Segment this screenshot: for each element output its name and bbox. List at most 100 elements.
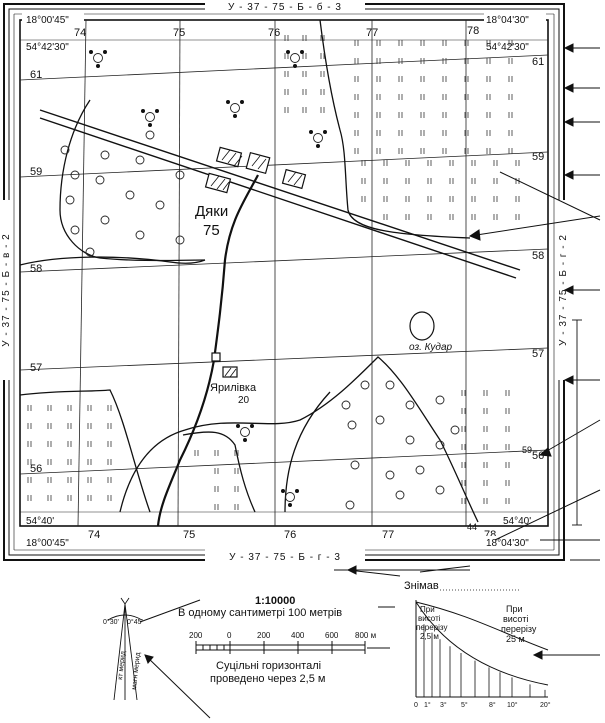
- grid-right-61: 61: [532, 56, 544, 68]
- orchard-tree-icon: [385, 470, 395, 480]
- meadow-mark: [284, 71, 289, 77]
- meadow-mark: [47, 459, 52, 465]
- meadow-mark: [508, 58, 513, 64]
- orchard-tree-icon: [450, 425, 460, 435]
- orchard-tree-icon: [385, 380, 395, 390]
- meadow-mark: [505, 408, 510, 414]
- meadow-mark: [214, 486, 219, 492]
- meadow-mark: [383, 214, 388, 220]
- meadow-mark: [420, 130, 425, 136]
- orchard-tree-icon: [100, 150, 110, 160]
- meadow-mark: [302, 71, 307, 77]
- meadow-mark: [508, 76, 513, 82]
- meadow-mark: [405, 160, 410, 166]
- grid-left-61: 61: [30, 69, 42, 81]
- grid-right-56: 56: [532, 450, 544, 462]
- sheet-east-label: У - 37 - 75 - Б - г - 2: [558, 234, 569, 346]
- slope-right-2: висоті: [503, 614, 528, 624]
- scale-bar: [195, 641, 366, 654]
- meadow-mark: [320, 89, 325, 95]
- orchard-tree-icon: [125, 190, 135, 200]
- scale-tick-0: 0: [227, 631, 232, 640]
- grid-top-76: 76: [268, 27, 280, 39]
- orchard-tree-icon: [155, 200, 165, 210]
- orchard-tree-icon: [100, 215, 110, 225]
- declination-label-magnetic: магн мерид: [131, 652, 142, 690]
- slope-left-4: 2,5 м: [420, 632, 439, 641]
- orchard-tree-icon: [175, 235, 185, 245]
- meadow-mark: [27, 495, 32, 501]
- meadow-mark: [505, 444, 510, 450]
- meadow-mark: [27, 441, 32, 447]
- meadow-mark: [471, 160, 476, 166]
- orchard-tree-icon: [350, 460, 360, 470]
- meadow-mark: [376, 148, 381, 154]
- grid-top-75: 75: [173, 27, 185, 39]
- meadow-symbols: [27, 35, 520, 510]
- corner-top-left-lon: 18°00'45": [26, 15, 69, 26]
- grid-prefix-x: 44: [467, 522, 477, 532]
- meadow-mark: [461, 426, 466, 432]
- meadow-mark: [67, 477, 72, 483]
- forest-group-icon: [89, 50, 107, 68]
- meadow-mark: [194, 450, 199, 456]
- meadow-mark: [486, 58, 491, 64]
- village-dyaky-height: 75: [203, 222, 220, 239]
- corner-coordinates: 18°00'45" 18°04'30" 54°42'30" 54°42'30" …: [22, 13, 546, 549]
- corner-bottom-right-lat: 54°40': [503, 516, 531, 527]
- forest-group-icon: [236, 424, 254, 442]
- meadow-mark: [464, 94, 469, 100]
- meadow-mark: [515, 214, 520, 220]
- orchard-tree-icon: [145, 130, 155, 140]
- meadow-mark: [302, 89, 307, 95]
- meadow-mark: [398, 94, 403, 100]
- orchard-tree-icon: [341, 400, 351, 410]
- meadow-mark: [420, 112, 425, 118]
- meadow-mark: [420, 58, 425, 64]
- meadow-mark: [461, 390, 466, 396]
- meadow-mark: [471, 178, 476, 184]
- meadow-mark: [376, 40, 381, 46]
- meadow-mark: [508, 40, 513, 46]
- corner-top-left-lat: 54°42'30": [26, 42, 69, 53]
- forest-group-icon: [141, 109, 159, 127]
- corner-top-right-lon: 18°04'30": [486, 15, 529, 26]
- orchard-tree-icon: [405, 400, 415, 410]
- meadow-mark: [302, 53, 307, 59]
- meadow-mark: [483, 498, 488, 504]
- meadow-mark: [420, 94, 425, 100]
- orchard-tree-icon: [95, 175, 105, 185]
- grid-right-58: 58: [532, 250, 544, 262]
- meadow-mark: [47, 441, 52, 447]
- slope-right-3: перерізу: [501, 624, 537, 634]
- slope-right-1: При: [506, 604, 523, 614]
- meadow-mark: [449, 178, 454, 184]
- meadow-mark: [354, 130, 359, 136]
- orchard-tree-icon: [395, 490, 405, 500]
- meadow-mark: [449, 196, 454, 202]
- scale-tick-200a: 200: [189, 631, 203, 640]
- meadow-mark: [214, 450, 219, 456]
- meadow-mark: [376, 130, 381, 136]
- meadow-mark: [376, 94, 381, 100]
- meadow-mark: [442, 148, 447, 154]
- grid-bottom-75: 75: [183, 529, 195, 541]
- frame-hatching: [13, 13, 555, 551]
- terrain-lines: [19, 19, 479, 523]
- meadow-mark: [27, 477, 32, 483]
- slope-axis-10: 10°: [507, 701, 518, 709]
- orchard-tree-icon: [347, 420, 357, 430]
- meadow-mark: [493, 214, 498, 220]
- meadow-mark: [486, 76, 491, 82]
- meadow-mark: [427, 178, 432, 184]
- contours-line1: Суцільні горизонталі: [216, 660, 321, 672]
- meadow-mark: [464, 130, 469, 136]
- meadow-mark: [398, 58, 403, 64]
- meadow-mark: [464, 112, 469, 118]
- orchard-tree-icon: [70, 170, 80, 180]
- lake-kudar: [409, 311, 435, 341]
- meadow-mark: [508, 148, 513, 154]
- surveyed-label: Знімав: [404, 580, 439, 592]
- meadow-mark: [320, 107, 325, 113]
